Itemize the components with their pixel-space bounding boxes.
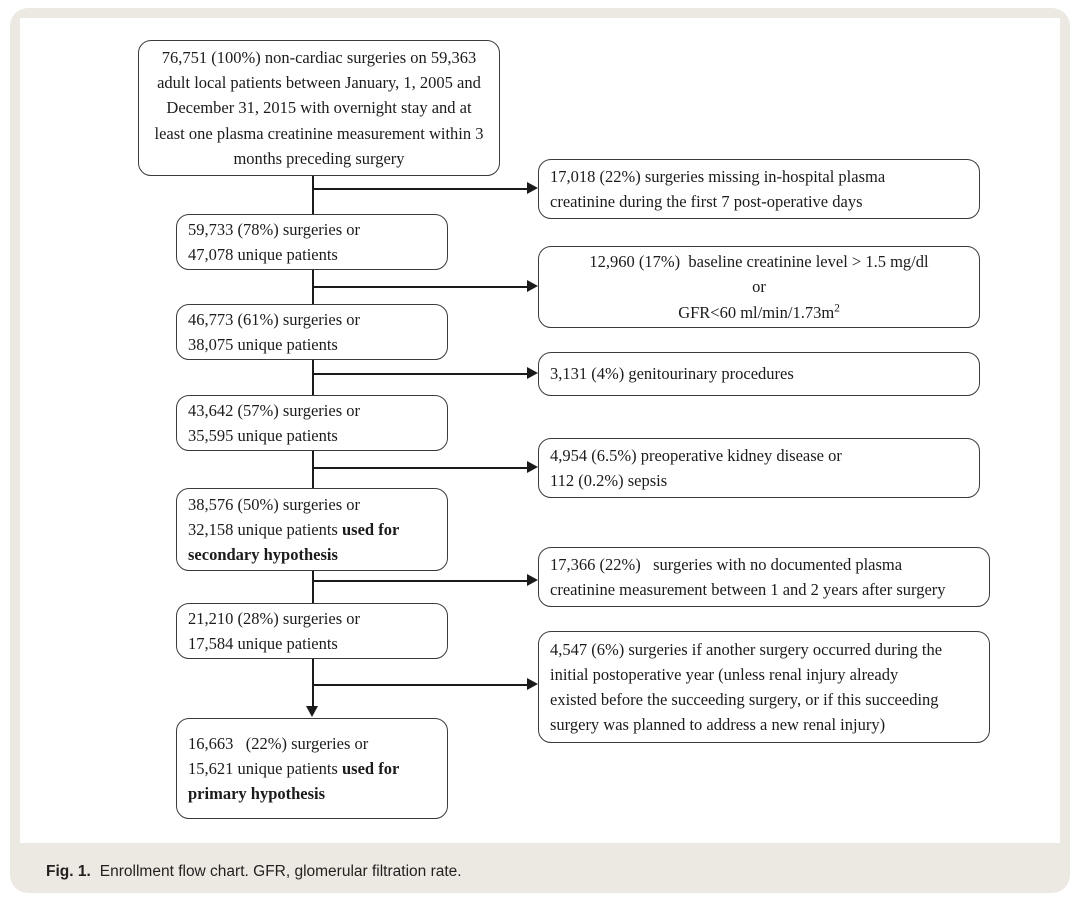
- exclusion-box-0: 17,018 (22%) surgeries missing in-hospit…: [538, 159, 980, 219]
- cohort-box-4-line-1: 32,158 unique patients used for: [188, 517, 436, 542]
- cohort-box-6-line-0: 16,663 (22%) surgeries or: [188, 733, 369, 753]
- figure-caption-label: Fig. 1.: [46, 863, 91, 880]
- cohort-box-3-line-1: 35,595 unique patients: [188, 426, 338, 445]
- flowchart-canvas: 76,751 (100%) non-cardiac surgeries on 5…: [20, 18, 1060, 843]
- cohort-box-6-line-1: 15,621 unique patients used for: [188, 756, 436, 781]
- cohort-box-0-line-1: adult local patients between January, 1,…: [157, 73, 481, 93]
- cohort-box-5: 21,210 (28%) surgeries or 17,584 unique …: [176, 603, 448, 659]
- arrow-right-icon-exclusion-1: [527, 280, 538, 292]
- arrow-right-icon-exclusion-5: [527, 678, 538, 690]
- cohort-box-6-bold-tail: used for: [341, 758, 400, 778]
- cohort-box-4: 38,576 (50%) surgeries or 32,158 unique …: [176, 488, 448, 571]
- exclusion-box-4: 17,366 (22%) surgeries with no documente…: [538, 547, 990, 607]
- exclusion-box-4-line-0: 17,366 (22%) surgeries with no documente…: [550, 554, 903, 574]
- exclusion-box-1: 12,960 (17%) baseline creatinine level >…: [538, 246, 980, 328]
- exclusion-box-1-line-0: 12,960 (17%) baseline creatinine level >…: [589, 252, 929, 272]
- cohort-box-0: 76,751 (100%) non-cardiac surgeries on 5…: [138, 40, 500, 176]
- cohort-box-3: 43,642 (57%) surgeries or 35,595 unique …: [176, 395, 448, 451]
- exclusion-box-0-line-0: 17,018 (22%) surgeries missing in-hospit…: [550, 166, 886, 186]
- exclusion-box-3-line-0: 4,954 (6.5%) preoperative kidney disease…: [550, 445, 842, 465]
- exclusion-box-3: 4,954 (6.5%) preoperative kidney disease…: [538, 438, 980, 498]
- exclusion-box-5-line-0: 4,547 (6%) surgeries if another surgery …: [550, 639, 943, 659]
- exclusion-box-5-line-1: initial postoperative year (unless renal…: [550, 664, 899, 684]
- connector-cohort-5-to-6: [312, 659, 314, 707]
- exclusion-box-5-line-3: surgery was planned to address a new ren…: [550, 715, 886, 735]
- cohort-box-0-line-0: 76,751 (100%) non-cardiac surgeries on 5…: [161, 48, 477, 68]
- connector-cohort-3-to-4: [312, 451, 314, 488]
- cohort-box-0-line-2: December 31, 2015 with overnight stay an…: [166, 98, 472, 118]
- exclusion-box-1-line-2-text: GFR<60 ml/min/1.73m: [678, 302, 835, 322]
- exclusion-box-4-line-1: creatinine measurement between 1 and 2 y…: [550, 580, 946, 599]
- cohort-box-4-line-0: 38,576 (50%) surgeries or: [188, 494, 360, 514]
- cohort-box-2-line-0: 46,773 (61%) surgeries or: [188, 309, 360, 329]
- cohort-box-1: 59,733 (78%) surgeries or 47,078 unique …: [176, 214, 448, 270]
- branch-line-exclusion-0: [312, 188, 528, 190]
- figure-caption: Fig. 1. Enrollment flow chart. GFR, glom…: [20, 851, 1060, 893]
- arrow-right-icon-exclusion-0: [527, 182, 538, 194]
- cohort-box-0-line-4: months preceding surgery: [233, 148, 405, 168]
- cohort-box-2-line-1: 38,075 unique patients: [188, 335, 338, 354]
- figure-caption-text: Enrollment flow chart. GFR, glomerular f…: [99, 863, 462, 880]
- cohort-box-5-line-0: 21,210 (28%) surgeries or: [188, 608, 360, 628]
- figure-panel: 76,751 (100%) non-cardiac surgeries on 5…: [10, 8, 1070, 893]
- cohort-box-6-line-2: primary hypothesis: [188, 784, 326, 804]
- branch-line-exclusion-1: [312, 286, 528, 288]
- cohort-box-6-line-1-text: 15,621 unique patients: [188, 758, 342, 778]
- cohort-box-0-line-3: least one plasma creatinine measurement …: [154, 123, 484, 143]
- cohort-box-4-bold-tail: used for: [341, 519, 400, 539]
- exclusion-box-1-line-2: GFR<60 ml/min/1.73m2: [550, 300, 968, 325]
- exclusion-box-3-line-1: 112 (0.2%) sepsis: [550, 471, 668, 490]
- connector-cohort-0-to-1: [312, 176, 314, 214]
- cohort-box-4-line-2: secondary hypothesis: [188, 545, 338, 565]
- exclusion-box-5: 4,547 (6%) surgeries if another surgery …: [538, 631, 990, 743]
- cohort-box-2: 46,773 (61%) surgeries or 38,075 unique …: [176, 304, 448, 360]
- branch-line-exclusion-2: [312, 373, 528, 375]
- arrow-right-icon-exclusion-3: [527, 461, 538, 473]
- exclusion-box-2-line-0: 3,131 (4%) genitourinary procedures: [550, 364, 794, 384]
- connector-cohort-4-to-5: [312, 571, 314, 603]
- cohort-box-1-line-1: 47,078 unique patients: [188, 245, 338, 264]
- connector-cohort-2-to-3: [312, 360, 314, 395]
- branch-line-exclusion-4: [312, 580, 528, 582]
- arrow-down-icon-cohort-6: [306, 706, 318, 717]
- exclusion-box-1-superscript: 2: [834, 302, 840, 315]
- exclusion-box-1-line-1: or: [752, 277, 766, 297]
- exclusion-box-2: 3,131 (4%) genitourinary procedures: [538, 352, 980, 396]
- exclusion-box-0-line-1: creatinine during the first 7 post-opera…: [550, 192, 863, 211]
- branch-line-exclusion-5: [312, 684, 528, 686]
- cohort-box-4-line-1-text: 32,158 unique patients: [188, 519, 342, 539]
- cohort-box-5-line-1: 17,584 unique patients: [188, 634, 338, 653]
- cohort-box-6: 16,663 (22%) surgeries or 15,621 unique …: [176, 718, 448, 819]
- arrow-right-icon-exclusion-2: [527, 367, 538, 379]
- cohort-box-3-line-0: 43,642 (57%) surgeries or: [188, 400, 360, 420]
- branch-line-exclusion-3: [312, 467, 528, 469]
- arrow-right-icon-exclusion-4: [527, 574, 538, 586]
- cohort-box-1-line-0: 59,733 (78%) surgeries or: [188, 219, 360, 239]
- exclusion-box-5-line-2: existed before the succeeding surgery, o…: [550, 690, 939, 709]
